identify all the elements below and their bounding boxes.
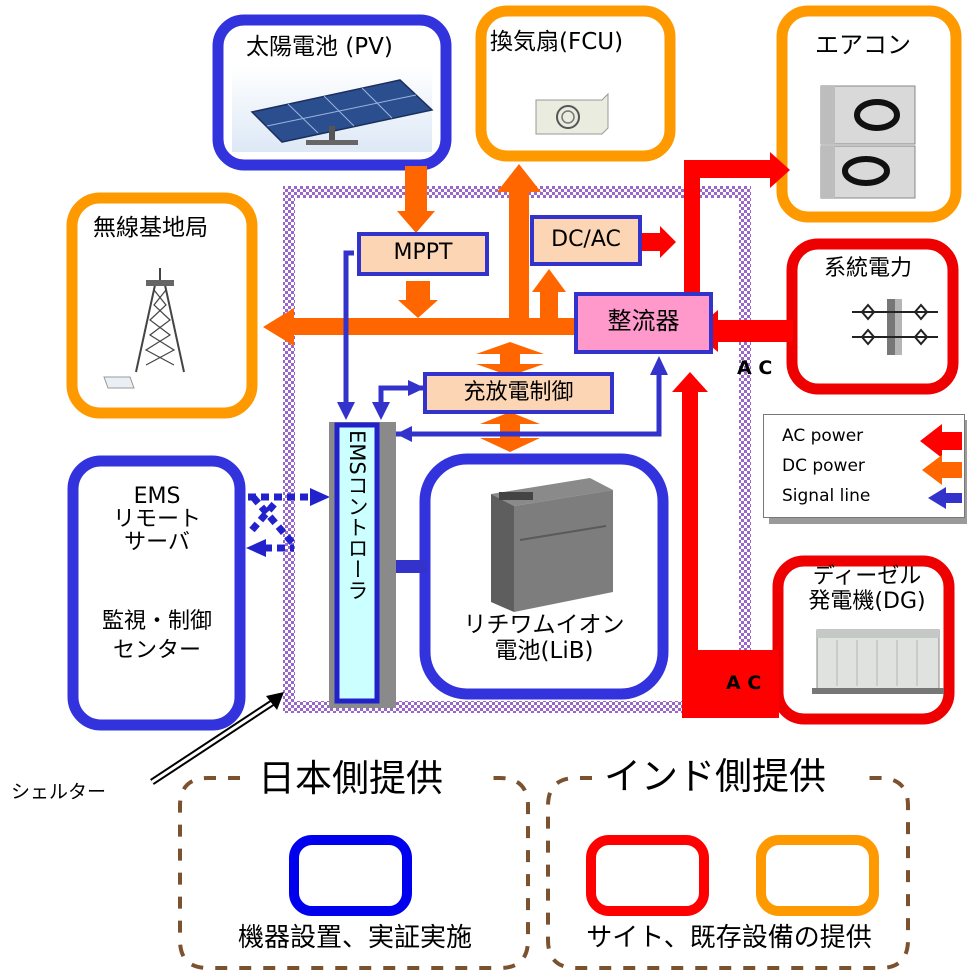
japan-swatch xyxy=(289,835,412,916)
india-provision-frame xyxy=(546,776,910,970)
generator-icon xyxy=(812,629,944,694)
bts-frame xyxy=(66,192,258,419)
lib-label: リチワムイオン 電池(LiB) xyxy=(436,612,652,665)
bts-label: 無線基地局 xyxy=(93,215,208,241)
ems-server-line1: EMS xyxy=(133,484,181,509)
center-line1: 監視・制御 xyxy=(101,609,212,634)
shelter-frame xyxy=(283,186,751,713)
legend-signal-arrow xyxy=(928,487,962,509)
legend: AC power DC power Signal line xyxy=(763,414,965,518)
center-label: 監視・制御 センター xyxy=(80,608,234,665)
grid-label: 系統電力 xyxy=(824,256,913,281)
legend-dc-label: DC power xyxy=(782,456,865,476)
rectifier-box xyxy=(574,292,713,354)
ems-controller-label: EMSコントローラ xyxy=(345,430,370,601)
japan-caption: 機器設置、実証実施 xyxy=(237,923,472,953)
fcu-label: 換気扇(FCU) xyxy=(490,29,624,55)
dcac-label: DC/AC xyxy=(551,227,621,252)
dcac-box xyxy=(530,215,642,266)
charge-control-box xyxy=(423,372,614,414)
shelter-label: シェルター xyxy=(11,781,107,803)
remote-comm-lines xyxy=(248,493,312,552)
dc-power-lines xyxy=(263,164,580,452)
solar-panel-icon xyxy=(232,66,434,152)
ems-server-frame xyxy=(67,455,246,731)
charge-control-label: 充放電制御 xyxy=(463,380,574,405)
grid-frame xyxy=(786,238,959,395)
india-title: インド側提供 xyxy=(598,755,832,799)
ems-server-label: EMS リモート サーバ xyxy=(80,485,234,554)
legend-signal-label: Signal line xyxy=(782,486,871,506)
arrow-to-server xyxy=(246,539,266,557)
dg-label: ディーゼル 発電機(DG) xyxy=(790,564,944,615)
fan-icon xyxy=(535,92,609,135)
center-line2: センター xyxy=(112,637,201,663)
signal-lines xyxy=(337,250,668,573)
india-caption: サイト、既存設備の提供 xyxy=(586,923,872,953)
battery-icon xyxy=(491,478,613,612)
aircon-icon xyxy=(820,85,916,199)
arrow-to-controller xyxy=(310,488,330,506)
mppt-box xyxy=(357,232,489,276)
lib-label-line1: リチワムイオン xyxy=(463,612,625,638)
ems-controller-box xyxy=(329,422,396,708)
legend-arrows xyxy=(920,424,962,509)
india-existing-swatch xyxy=(756,835,879,916)
legend-ac-arrow xyxy=(920,424,962,458)
dg-label-line2: 発電機(DG) xyxy=(808,589,926,615)
japan-title: 日本側提供 xyxy=(252,757,449,801)
lib-label-line2: 電池(LiB) xyxy=(494,638,594,665)
ac-label-dg: A C xyxy=(726,672,762,694)
fcu-frame xyxy=(475,5,676,162)
legend-ac-label: AC power xyxy=(782,426,864,446)
ac-label-grid: A C xyxy=(737,357,773,379)
pv-label: 太陽電池 (PV) xyxy=(246,34,393,60)
aircon-label: エアコン xyxy=(815,31,911,59)
ac-power-lines xyxy=(639,152,793,718)
legend-dc-arrow xyxy=(922,455,962,485)
radio-tower-icon xyxy=(103,268,185,389)
power-pole-icon xyxy=(852,299,938,355)
mppt-label: MPPT xyxy=(393,240,453,265)
ems-server-line2: リモート xyxy=(112,507,201,533)
dg-label-line1: ディーゼル xyxy=(812,564,922,589)
rectifier-label: 整流器 xyxy=(607,307,680,335)
shelter-pointer xyxy=(150,692,284,785)
ems-server-line3: サーバ xyxy=(124,530,190,556)
india-site-swatch xyxy=(586,835,709,916)
